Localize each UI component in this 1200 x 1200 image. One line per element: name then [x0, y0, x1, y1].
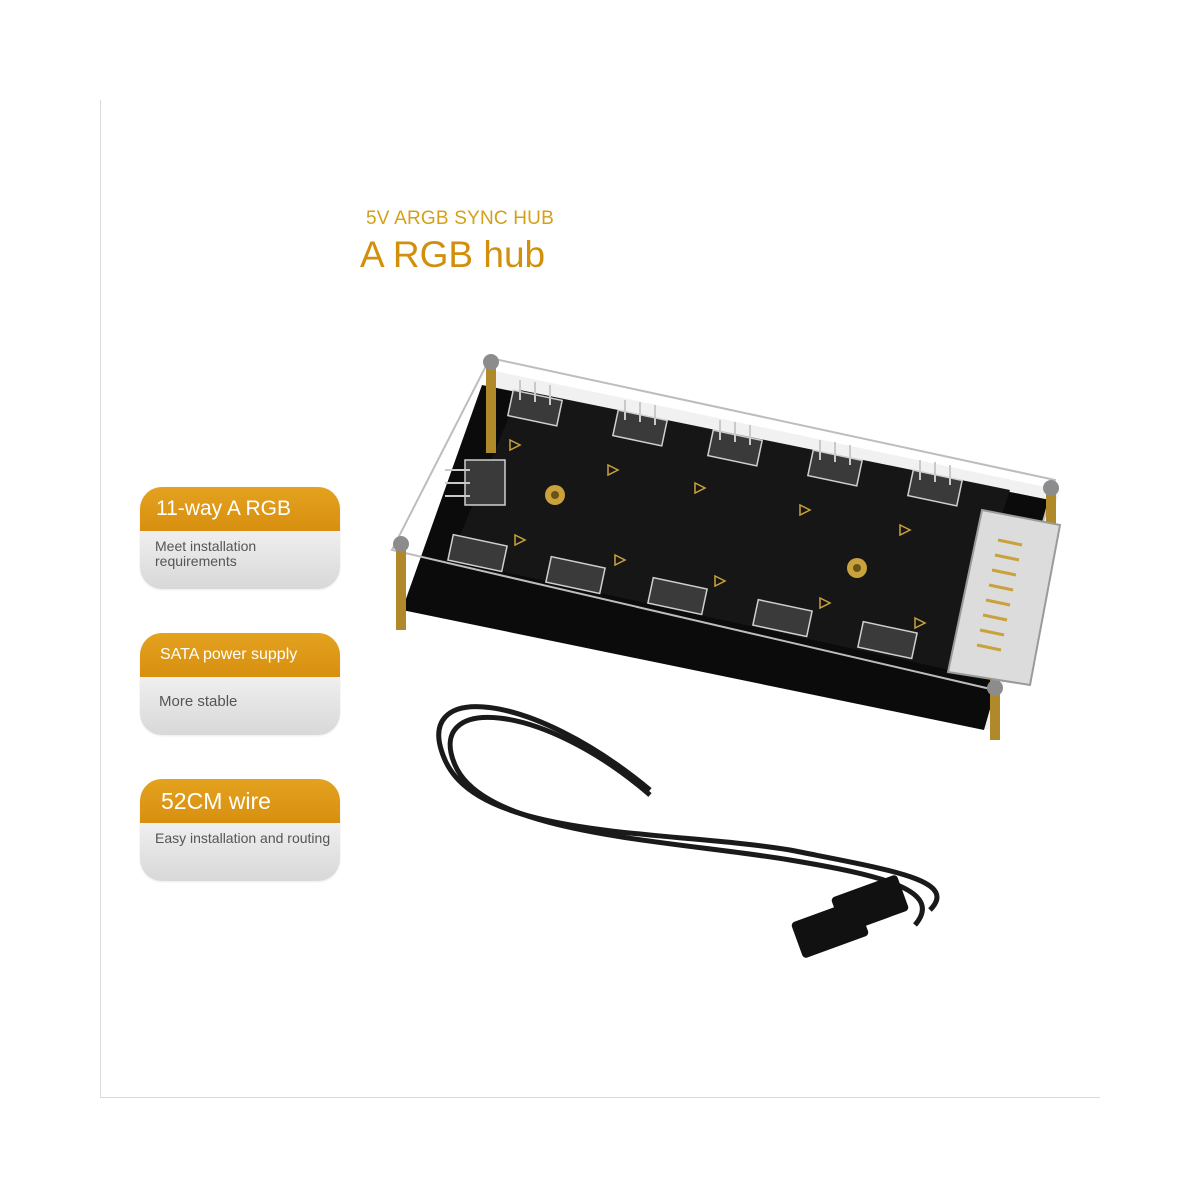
feature-title: 11-way A RGB [140, 487, 340, 531]
feature-description: More stable [140, 677, 340, 735]
feature-description: Easy installation and routing [140, 823, 340, 881]
feature-title: 52CM wire [140, 779, 340, 823]
feature-card-wire: 52CM wire Easy installation and routing [140, 779, 340, 881]
argb-hub-product-image [390, 354, 1062, 958]
feature-title: SATA power supply [140, 633, 340, 677]
feature-card-ports: 11-way A RGB Meet installation requireme… [140, 487, 340, 589]
product-subtitle: 5V ARGB SYNC HUB [366, 208, 554, 229]
frame-bottom-border [100, 1097, 1100, 1098]
feature-description: Meet installation requirements [140, 531, 340, 589]
frame-left-border [100, 100, 101, 1098]
product-title: A RGB hub [360, 234, 546, 275]
feature-card-power: SATA power supply More stable [140, 633, 340, 735]
